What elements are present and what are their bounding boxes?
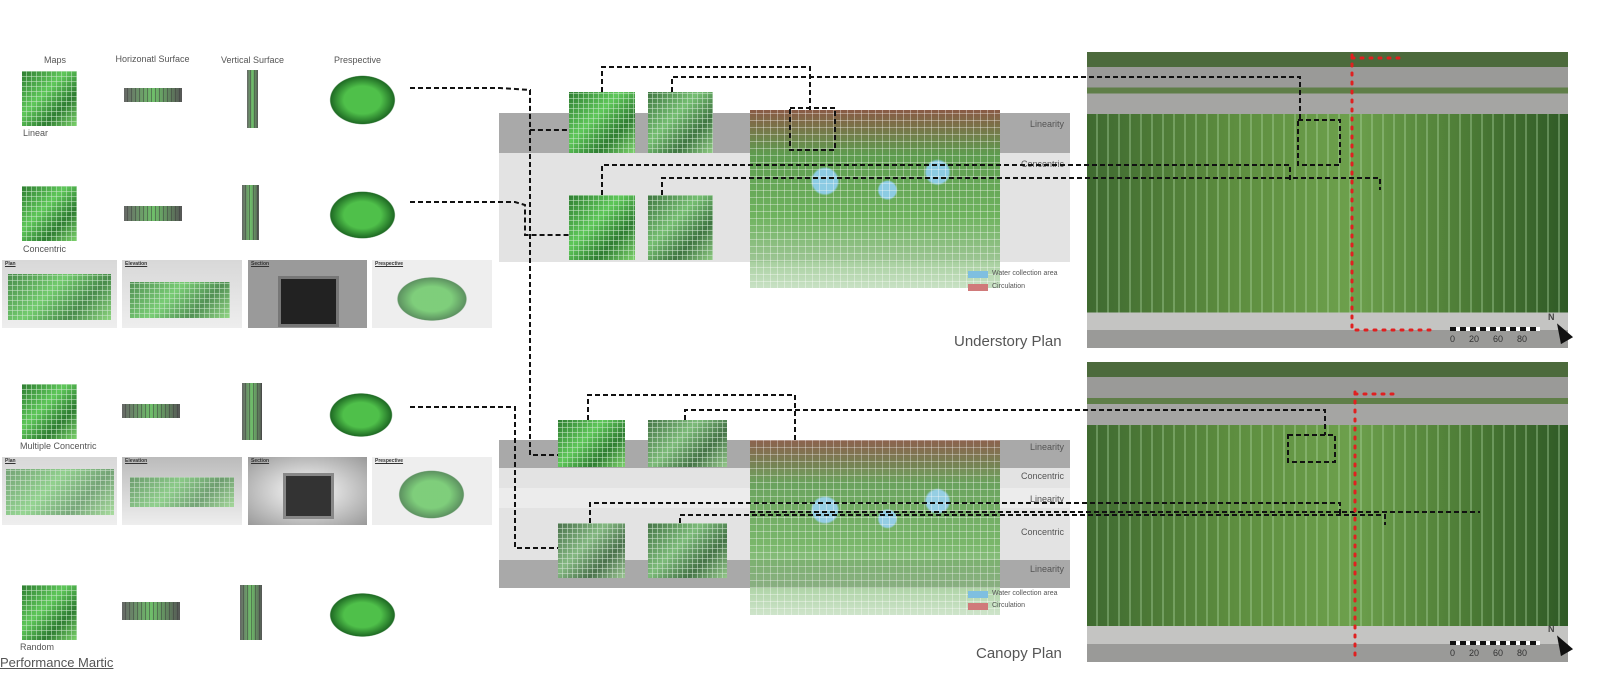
strip1-elevation: Elevation [122,260,242,328]
header-horizontal-surface: Horizonatl Surface [115,54,190,64]
canopy-thumb [558,420,625,467]
scale-tick: 80 [1517,334,1528,344]
band-label: Concentric [1020,471,1064,481]
understory-thumb [648,92,713,153]
band-label: Linearity [1029,442,1064,452]
strip-tag: Section [251,261,270,267]
legend-swatch-circulation [968,603,988,610]
concentric-vertical-surface [242,185,259,240]
row-label-concentric: Concentric [23,244,67,254]
connector-line [671,76,1301,120]
band-label: Linearity [1029,119,1064,129]
connector-line [789,107,836,151]
scale-ticks: 0 20 60 80 [1450,334,1560,344]
strip2-perspective: Prespective [372,457,492,525]
north-label: N [1548,624,1555,634]
strip-tag: Plan [5,261,16,267]
connector-line [684,409,1326,435]
connector-line [679,514,1386,525]
multiple-concentric-map [22,384,77,439]
canopy-thumb [558,523,625,578]
understory-thumb [569,92,635,153]
concentric-perspective [325,188,400,242]
concentric-map [22,186,77,241]
legend-swatch-circulation [968,284,988,291]
concentric-horizontal-surface [124,206,182,221]
header-perspective: Prespective [333,55,382,65]
band-label: Concentric [1020,159,1064,169]
multiple-concentric-perspective [325,390,397,440]
north-label: N [1548,312,1555,322]
band-label: Concentric [1020,527,1064,537]
strip1-plan: Plan [2,260,117,328]
random-perspective [325,590,400,640]
understory-plan-drawing [750,110,1000,288]
route-line [1350,53,1432,332]
legend-label-circulation: Circulation [992,602,1026,609]
random-vertical-surface [240,585,262,640]
linear-perspective [325,72,400,128]
canopy-thumb [648,420,727,467]
scale-tick: 60 [1493,648,1504,658]
legend-swatch-water [968,271,988,278]
strip-tag: Prespective [375,261,404,267]
scale-tick: 60 [1493,334,1504,344]
connector-line [529,90,558,456]
connector-line [1287,434,1336,463]
strip-tag: Elevation [125,458,148,464]
understory-thumb [648,195,713,260]
scale-bar [1450,641,1540,645]
legend-label-water: Water collection area [992,270,1058,277]
scale-tick: 20 [1469,334,1480,344]
strip1-section: Section [248,260,367,328]
multiple-concentric-vertical-surface [242,383,262,440]
strip2-section: Section [248,457,367,525]
row-label-linear: Linear [23,128,49,138]
band-label: Linearity [1029,564,1064,574]
understory-thumb [569,195,635,260]
row-label-multiple-concentric: Multiple Concentric [20,441,97,451]
connector-line [589,502,1341,523]
connector-line [1297,119,1341,166]
connector-line [410,201,569,236]
connector-line [587,394,796,440]
strip1-perspective: Prespective [372,260,492,328]
scale-tick: 0 [1450,648,1456,658]
header-maps: Maps [43,55,66,65]
understory-aerial-map [1087,52,1568,348]
connector-line [410,406,558,549]
strip-tag: Prespective [375,458,404,464]
legend-swatch-water [968,591,988,598]
strip2-plan: Plan [2,457,117,525]
linear-map [22,71,77,126]
scale-tick: 0 [1450,334,1456,344]
linear-horizontal-surface [124,88,182,102]
performance-matrix-title: Performance Martic [0,655,114,670]
understory-plan-title: Understory Plan [954,333,1062,350]
linear-vertical-surface [247,70,258,128]
connector-line [661,177,1381,195]
legend-label-circulation: Circulation [992,283,1026,290]
scale-ticks: 0 20 60 80 [1450,648,1560,658]
strip-tag: Section [251,458,270,464]
canopy-plan-drawing [750,440,1000,615]
row-label-random: Random [20,642,55,652]
strip-tag: Plan [5,458,16,464]
scale-bar [1450,327,1540,331]
connector-line [601,164,1291,195]
band-label: Linearity [1029,494,1064,504]
legend-label-water: Water collection area [992,590,1058,597]
strip-tag: Elevation [125,261,148,267]
connector-line [410,87,569,131]
canopy-plan-title: Canopy Plan [976,645,1062,662]
connector-line [601,66,811,110]
multiple-concentric-horizontal-surface [122,404,180,418]
random-map [22,585,77,640]
canopy-thumb [648,523,727,578]
scale-tick: 20 [1469,648,1480,658]
header-vertical-surface: Vertical Surface [220,55,285,65]
strip2-elevation: Elevation [122,457,242,525]
random-horizontal-surface [122,602,180,620]
scale-tick: 80 [1517,648,1528,658]
